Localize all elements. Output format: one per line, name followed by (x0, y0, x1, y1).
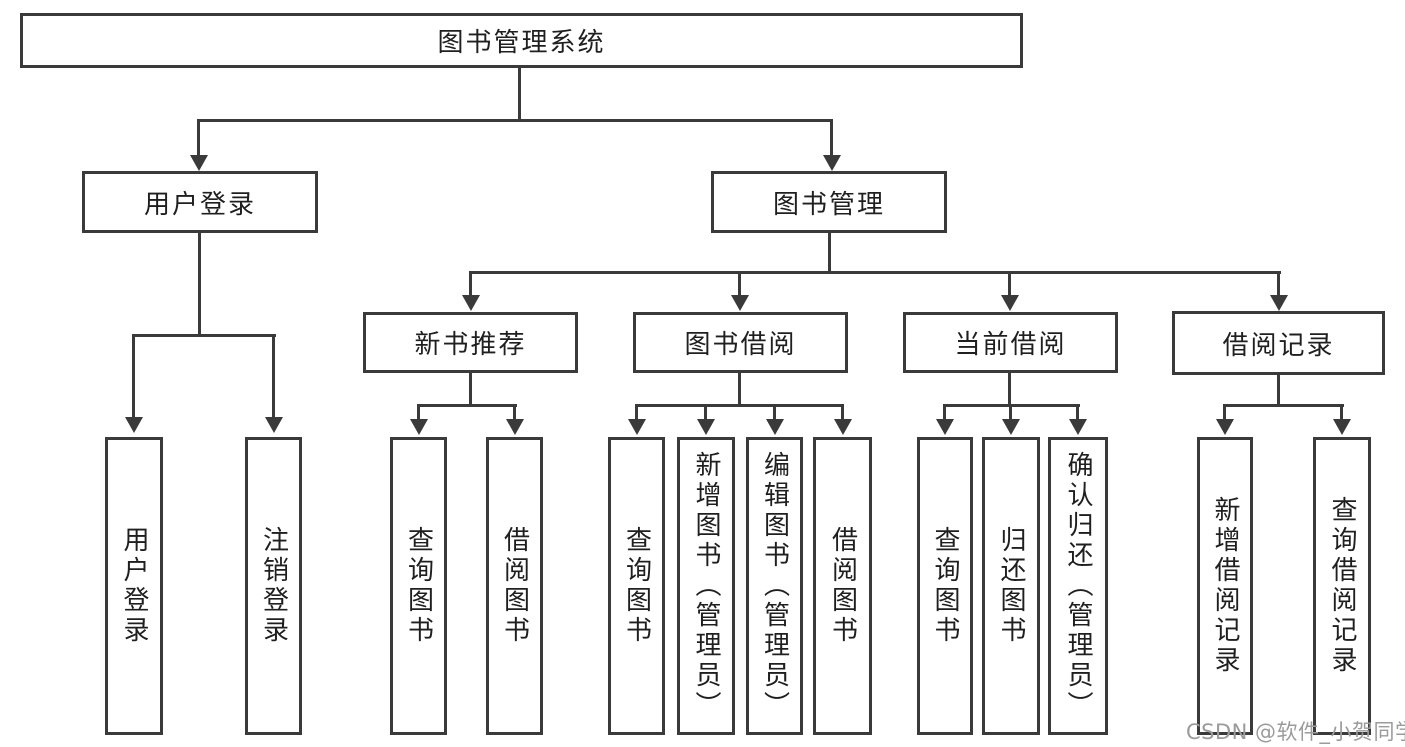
connector-line (198, 233, 201, 337)
connector-line (830, 119, 833, 156)
connector-line (1277, 271, 1280, 296)
connector-line (469, 373, 472, 407)
node-label: 借阅图书 (499, 526, 530, 646)
node-label: 查询图书 (930, 526, 960, 646)
arrowhead-down-icon (936, 419, 954, 435)
arrowhead-down-icon (505, 419, 524, 435)
connector-line (272, 334, 275, 417)
node-label: 归还图书 (996, 526, 1026, 646)
arrowhead-down-icon (627, 419, 646, 435)
connector-line (1008, 271, 1011, 296)
node-label: 用户登录 (143, 189, 256, 220)
arrowhead-down-icon (124, 417, 143, 433)
arrowhead-down-icon (264, 417, 283, 433)
arrowhead-down-icon (189, 155, 208, 171)
arrowhead-down-icon (1216, 419, 1234, 435)
arrowhead-down-icon (765, 419, 784, 435)
arrowhead-down-icon (1001, 295, 1019, 311)
node-label: 图书借阅 (684, 330, 797, 360)
connector-line (738, 271, 741, 296)
node-book-management: 图书管理 (711, 171, 947, 233)
leaf-add-borrow-record: 新增借阅记录 (1197, 437, 1253, 735)
arrowhead-down-icon (1069, 419, 1087, 435)
node-label: 查询图书 (621, 526, 652, 646)
node-label: 当前借阅 (954, 330, 1067, 360)
node-label: 确认归还（管理员） (1063, 451, 1093, 721)
arrowhead-down-icon (1269, 295, 1288, 311)
node-current-borrowing: 当前借阅 (903, 312, 1118, 373)
connector-line (828, 233, 831, 274)
connector-line (197, 119, 833, 122)
leaf-add-books-admin: 新增图书（管理员） (677, 437, 735, 735)
leaf-edit-books-admin: 编辑图书（管理员） (746, 437, 803, 735)
csdn-watermark: CSDN @软件_小贺同学 (1186, 720, 1405, 744)
node-label: 图书管理 (772, 189, 885, 220)
connector-line (132, 334, 276, 337)
node-new-book-recommend: 新书推荐 (363, 312, 578, 373)
connector-line (1009, 404, 1012, 420)
leaf-borrow-books-recommend: 借阅图书 (486, 437, 543, 735)
node-label: 新书推荐 (414, 330, 527, 360)
connector-line (469, 271, 472, 296)
node-label: 新增借阅记录 (1210, 496, 1240, 676)
node-book-borrowing: 图书借阅 (633, 312, 848, 373)
connector-line (1223, 404, 1344, 407)
node-label: 编辑图书（管理员） (759, 451, 790, 721)
node-label: 注销登录 (258, 526, 289, 646)
arrowhead-down-icon (697, 419, 715, 435)
leaf-query-books-current: 查询图书 (917, 437, 973, 735)
node-label: 查询借阅记录 (1327, 496, 1357, 676)
connector-line (518, 68, 521, 122)
leaf-return-books: 归还图书 (982, 437, 1040, 735)
connector-line (841, 404, 844, 420)
arrowhead-down-icon (1002, 419, 1020, 435)
connector-line (943, 404, 946, 420)
connector-line (513, 404, 516, 420)
connector-line (635, 404, 638, 420)
leaf-user-login: 用户登录 (105, 437, 163, 735)
leaf-query-books-borrow: 查询图书 (608, 437, 665, 735)
connector-line (738, 373, 741, 407)
node-library-management-system: 图书管理系统 (20, 13, 1023, 68)
connector-line (417, 404, 517, 407)
leaf-query-borrow-record: 查询借阅记录 (1313, 437, 1371, 735)
connector-line (704, 404, 707, 420)
arrowhead-down-icon (822, 155, 841, 171)
leaf-query-books-recommend: 查询图书 (390, 437, 447, 735)
connector-line (469, 271, 1281, 274)
connector-line (417, 404, 420, 420)
connector-line (635, 404, 844, 407)
leaf-confirm-return-admin: 确认归还（管理员） (1048, 437, 1108, 735)
node-label: 新增图书（管理员） (691, 451, 721, 721)
connector-line (1223, 404, 1226, 420)
node-label: 查询图书 (403, 526, 434, 646)
arrowhead-down-icon (409, 419, 428, 435)
node-user-login: 用户登录 (82, 171, 318, 233)
node-label: 借阅图书 (827, 526, 858, 646)
arrowhead-down-icon (731, 295, 749, 311)
node-label: 用户登录 (119, 526, 149, 646)
arrowhead-down-icon (1333, 419, 1351, 435)
connector-line (1277, 373, 1280, 407)
leaf-logout: 注销登录 (245, 437, 302, 735)
connector-line (1008, 373, 1011, 407)
connector-line (1340, 404, 1343, 420)
leaf-borrow-books: 借阅图书 (813, 437, 872, 735)
connector-line (773, 404, 776, 420)
node-label: 借阅记录 (1222, 330, 1335, 361)
arrowhead-down-icon (461, 295, 480, 311)
connector-line (132, 334, 135, 417)
arrowhead-down-icon (833, 419, 852, 435)
node-borrowing-records: 借阅记录 (1172, 311, 1385, 375)
node-label: 图书管理系统 (437, 28, 606, 58)
connector-line (1076, 404, 1079, 420)
connector-line (197, 119, 200, 156)
